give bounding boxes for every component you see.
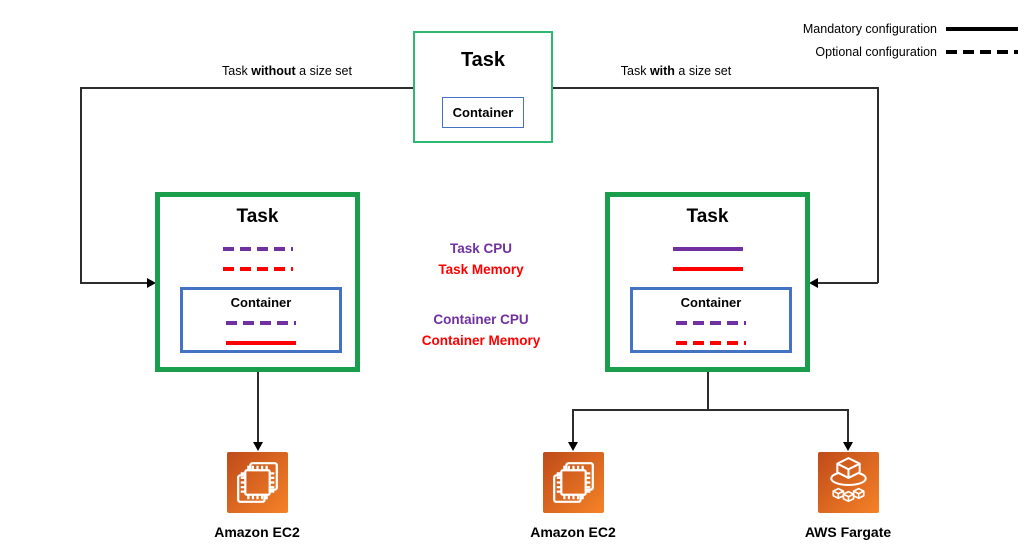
branch-left-bold: without: [251, 64, 296, 78]
branch-right-suffix: a size set: [678, 64, 732, 78]
right-container-cpu-line: [676, 321, 746, 325]
left-container-cpu-line: [226, 321, 296, 325]
arrowhead-fargate: [843, 442, 853, 451]
connector-right-ec2-down: [572, 409, 574, 443]
target-label: AWS Fargate: [804, 524, 892, 540]
arrowhead-left-ec2: [253, 442, 263, 451]
right-container-memory-line: [676, 341, 746, 345]
top-container-label: Container: [452, 105, 514, 120]
branch-left-suffix: a size set: [299, 64, 352, 78]
legend-mandatory-row: Mandatory configuration: [803, 22, 1018, 36]
right-container-box: Container: [630, 287, 792, 353]
top-container-box: Container: [442, 97, 524, 128]
branch-label-without-size: Task without a size set: [187, 64, 387, 78]
target-label: Amazon EC2: [214, 524, 300, 540]
legend-optional-label: Optional configuration: [815, 45, 937, 59]
mandatory-line-sample: [946, 27, 1018, 31]
left-task-memory-line: [222, 267, 293, 271]
legend-mandatory-label: Mandatory configuration: [802, 22, 937, 36]
amazon-ec2-icon: [226, 452, 288, 513]
arrowhead-right-ec2: [568, 442, 578, 451]
connector-left-top-h: [80, 87, 413, 89]
left-task-box: Task Container: [155, 192, 360, 372]
task-memory-label: Task Memory: [438, 262, 524, 277]
connector-right-into-h: [818, 282, 878, 284]
branch-left-prefix: Task: [222, 64, 248, 78]
container-cpu-label: Container CPU: [433, 312, 529, 327]
right-task-cpu-line: [672, 247, 743, 251]
right-task-memory-line: [672, 267, 743, 271]
right-container-label: Container: [680, 295, 742, 310]
connector-right-down: [707, 372, 709, 410]
connector-fargate-down: [847, 409, 849, 443]
connector-right-v: [877, 87, 879, 283]
branch-label-with-size: Task with a size set: [576, 64, 776, 78]
top-task-box: Task Container: [413, 31, 553, 143]
amazon-ec2-icon: [542, 452, 604, 513]
target-ec2-left: Amazon EC2: [197, 452, 317, 540]
target-fargate: AWS Fargate: [788, 452, 908, 540]
optional-line-sample: [946, 50, 1018, 54]
task-cpu-label: Task CPU: [449, 241, 513, 256]
connector-left-v: [80, 87, 82, 283]
connector-left-down: [257, 372, 259, 443]
container-memory-label: Container Memory: [421, 333, 541, 348]
branch-right-bold: with: [649, 64, 675, 78]
legend-optional-row: Optional configuration: [803, 45, 1018, 59]
connector-branch-h: [573, 409, 848, 411]
right-task-title: Task: [686, 206, 729, 227]
arrowhead-into-right-task: [809, 278, 818, 288]
branch-right-prefix: Task: [620, 64, 647, 78]
target-ec2-right: Amazon EC2: [513, 452, 633, 540]
aws-fargate-icon: [817, 452, 879, 513]
right-task-box: Task Container: [605, 192, 810, 372]
left-container-box: Container: [180, 287, 342, 353]
legend: Mandatory configuration Optional configu…: [803, 22, 1018, 59]
left-container-label: Container: [230, 295, 292, 310]
left-task-cpu-line: [222, 247, 293, 251]
left-task-title: Task: [236, 206, 279, 227]
top-task-title: Task: [460, 49, 506, 71]
left-container-memory-line: [226, 341, 296, 345]
target-label: Amazon EC2: [530, 524, 616, 540]
connector-right-top-h: [553, 87, 878, 89]
connector-left-into-h: [80, 282, 147, 284]
arrowhead-into-left-task: [147, 278, 156, 288]
